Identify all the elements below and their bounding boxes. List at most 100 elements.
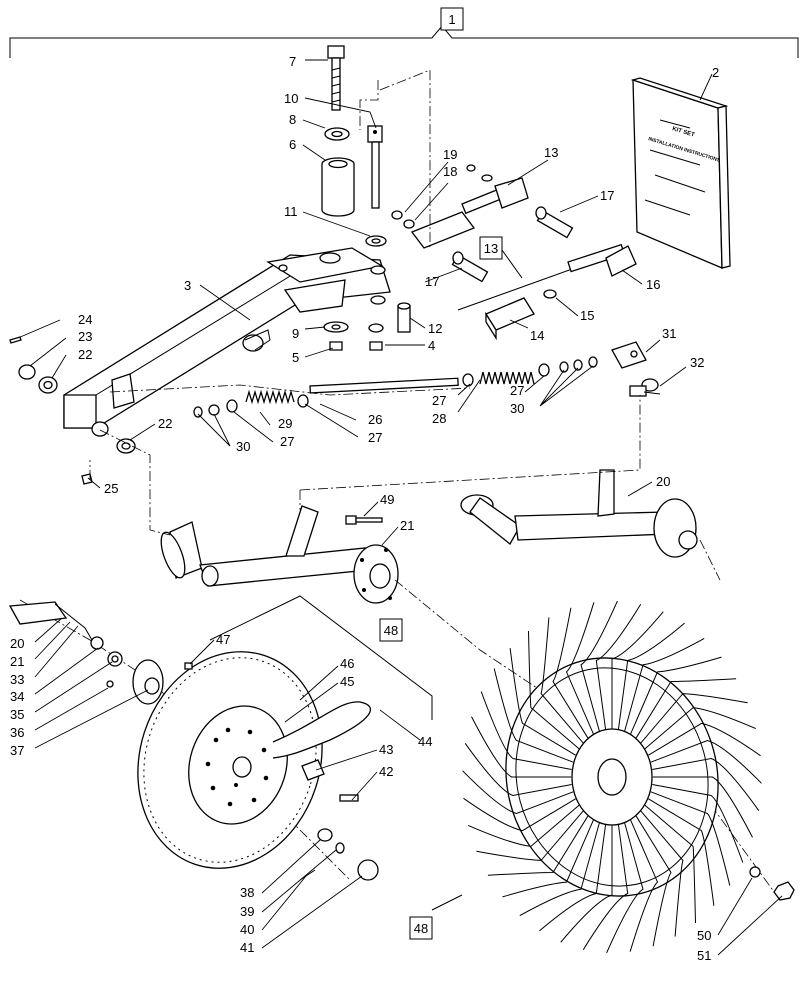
- rake-tine: [635, 815, 672, 947]
- rake-tine: [540, 617, 584, 744]
- rake-tine: [582, 824, 629, 950]
- washer-stack: [323, 235, 411, 351]
- callout-49: 49: [380, 492, 394, 507]
- callout-20-lower: 20: [10, 636, 24, 651]
- callout-28: 28: [432, 411, 446, 426]
- vertical-bolt: [327, 45, 345, 111]
- callout-25: 25: [104, 481, 118, 496]
- callout-21-upper: 21: [400, 518, 414, 533]
- rake-tine: [648, 798, 715, 906]
- callout-34: 34: [10, 689, 24, 704]
- bolt-49: [345, 515, 383, 525]
- callout-3: 3: [184, 278, 191, 293]
- pin-clip: [629, 378, 661, 397]
- rake-tine: [580, 600, 618, 732]
- callout-33: 33: [10, 672, 24, 687]
- pivot-bushing: [321, 157, 355, 217]
- assembly-number-box: 1: [448, 12, 455, 27]
- tine-wheel: 48: [409, 600, 795, 954]
- callout-22-upper: 22: [78, 347, 92, 362]
- rake-tine: [611, 611, 664, 729]
- rake-tine: [617, 622, 685, 730]
- callout-27-center: 27: [368, 430, 382, 445]
- callout-6: 6: [289, 137, 296, 152]
- rake-tine: [650, 739, 762, 784]
- callout-17-lower: 17: [425, 274, 439, 289]
- callout-40: 40: [240, 922, 254, 937]
- callout-11: 11: [284, 204, 298, 219]
- kit-13-box: 13: [484, 241, 498, 256]
- rake-tine: [480, 691, 572, 770]
- callout-22-lower: 22: [158, 416, 172, 431]
- rake-tine: [644, 707, 756, 750]
- hub-detail-left: [8, 601, 164, 705]
- callout-10: 10: [284, 91, 298, 106]
- callout-2: 2: [712, 65, 719, 80]
- rake-tine: [468, 804, 580, 847]
- callout-32: 32: [690, 355, 704, 370]
- rake-arm-front: [160, 505, 399, 604]
- rake-tine: [648, 722, 761, 757]
- callout-21-lower: 21: [10, 654, 24, 669]
- callout-44: 44: [418, 734, 432, 749]
- rake-tine: [519, 822, 600, 917]
- rake-tine: [462, 770, 574, 815]
- rake-tine: [552, 607, 589, 739]
- callout-13: 13: [544, 145, 558, 160]
- rake-tine: [630, 656, 722, 735]
- rake-tine: [565, 602, 595, 735]
- callout-24: 24: [78, 312, 92, 327]
- callout-37: 37: [10, 743, 24, 758]
- leader-lines: [17, 59, 783, 956]
- callout-16: 16: [646, 277, 660, 292]
- rake-tine: [635, 678, 737, 739]
- rake-tine: [652, 776, 753, 838]
- rake-tine: [528, 630, 580, 750]
- assembly-bracket: 1: [9, 7, 799, 58]
- spring-left: [193, 389, 309, 418]
- rotor-48-lower-box: 48: [414, 921, 428, 936]
- callout-35: 35: [10, 707, 24, 722]
- rake-tine: [493, 668, 574, 763]
- callout-23: 23: [78, 329, 92, 344]
- callout-39: 39: [240, 904, 254, 919]
- callout-31: 31: [662, 326, 676, 341]
- callout-42: 42: [379, 764, 393, 779]
- callout-19: 19: [443, 147, 457, 162]
- clevis-pin-upper: [535, 206, 574, 239]
- spring-rod: [309, 377, 459, 394]
- rake-tine: [463, 797, 576, 832]
- washer: [324, 127, 350, 141]
- callout-30-left: 30: [236, 439, 250, 454]
- callout-9: 9: [292, 326, 299, 341]
- rake-tine: [640, 810, 684, 937]
- rake-tine: [502, 819, 594, 898]
- callout-46: 46: [340, 656, 354, 671]
- rake-tine: [652, 757, 760, 811]
- rake-tine: [464, 743, 572, 797]
- callout-27-right: 27: [432, 393, 446, 408]
- callout-29: 29: [278, 416, 292, 431]
- callout-38: 38: [240, 885, 254, 900]
- adjuster-kit: 13: [457, 236, 637, 341]
- callout-8: 8: [289, 112, 296, 127]
- rake-tine: [644, 804, 696, 924]
- callout-27-springend: 27: [510, 383, 524, 398]
- rake-tine: [606, 822, 644, 954]
- rake-tine: [560, 825, 613, 943]
- rake-tine: [652, 784, 744, 863]
- callout-43: 43: [379, 742, 393, 757]
- callout-47: 47: [216, 632, 230, 647]
- callout-17-upper: 17: [600, 188, 614, 203]
- rake-tine: [539, 824, 607, 932]
- callout-26: 26: [368, 412, 382, 427]
- callout-14: 14: [530, 328, 544, 343]
- callout-27-left: 27: [280, 434, 294, 449]
- callout-41: 41: [240, 940, 254, 955]
- rake-tine: [629, 819, 659, 952]
- callout-45: 45: [340, 674, 354, 689]
- callout-50: 50: [697, 928, 711, 943]
- rake-tine: [624, 637, 705, 732]
- callout-36: 36: [10, 725, 24, 740]
